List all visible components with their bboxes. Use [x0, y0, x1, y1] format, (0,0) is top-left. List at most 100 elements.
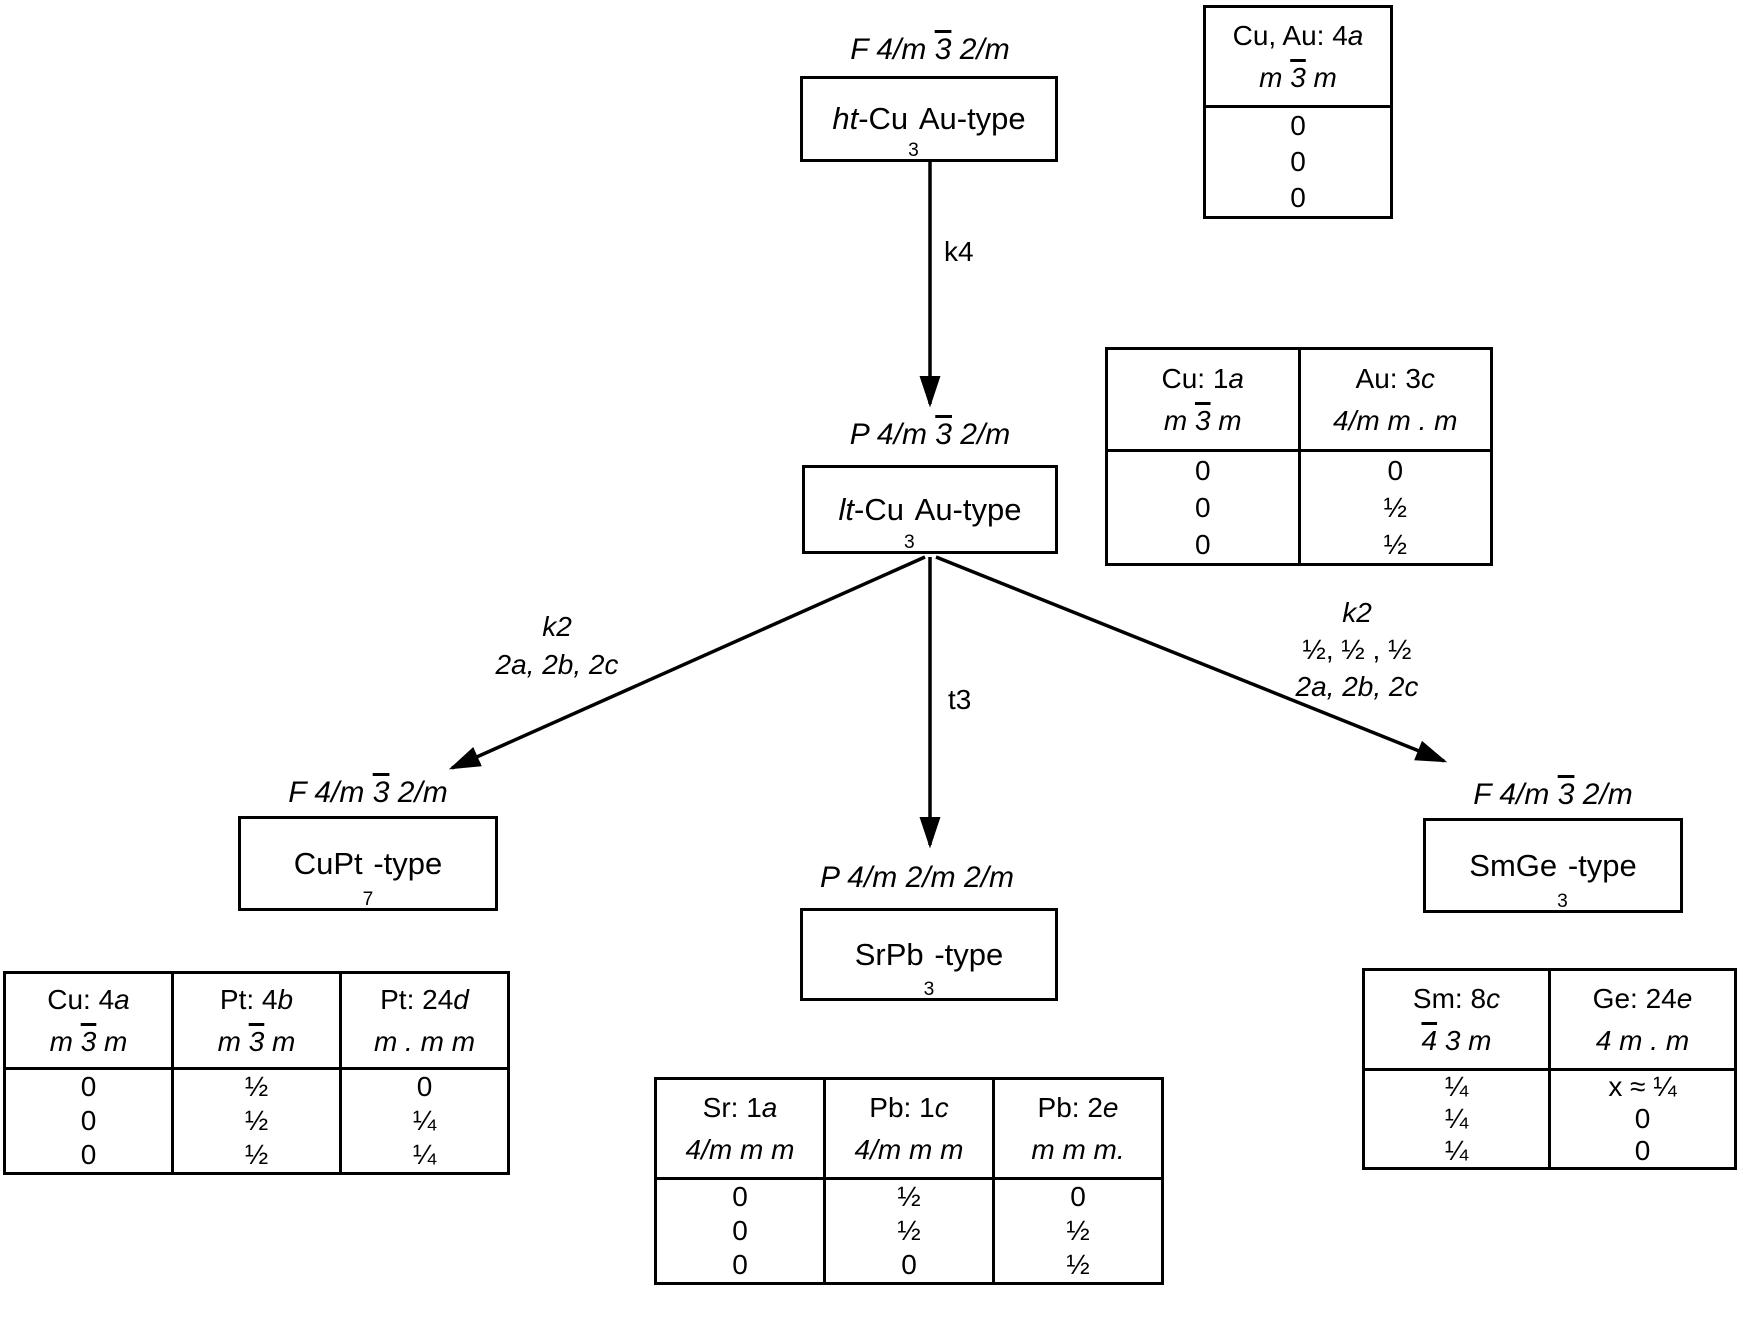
site-label: Ge: 24e — [1593, 978, 1693, 1020]
sym-text: m — [1259, 61, 1291, 93]
site-symmetry: 4/m m m — [855, 1129, 964, 1171]
sym-text: 4/m m . m — [1333, 404, 1458, 436]
coord-z-cell: ½ — [1383, 529, 1407, 560]
sym-text: m — [96, 1025, 128, 1057]
sym-text: m — [1210, 404, 1242, 436]
sg-overbar-digit: 3 — [935, 418, 952, 451]
coord-x-cell: 0 — [80, 1071, 97, 1102]
sym-text: m m m. — [1031, 1133, 1125, 1165]
sg-text: 2/m — [951, 33, 1010, 66]
coord-y-cell: ½ — [1066, 1215, 1090, 1246]
column-pt-24d: Pt: 24d m . m m 0 ¼ ¼ — [339, 974, 507, 1172]
formula-text: -type — [1567, 847, 1637, 883]
wyckoff-header: Pt: 24d m . m m — [342, 974, 507, 1070]
phase-prefix: ht — [832, 101, 859, 136]
column-sm-8c: Sm: 8c 4 3 m ¼ ¼ ¼ — [1365, 971, 1548, 1167]
formula-text: -type — [934, 936, 1004, 972]
site-label: Cu, Au: 4a — [1233, 15, 1364, 57]
site-symmetry: m 3 m — [1164, 400, 1242, 442]
wyckoff-header: Cu: 4a m 3 m — [6, 974, 171, 1070]
coord-y-cell: 0 — [1290, 146, 1306, 177]
sym-overbar-digit: 3 — [248, 1025, 265, 1057]
coord-x-cell: 0 — [1290, 110, 1306, 141]
site-symmetry: 4/m m . m — [1333, 400, 1457, 442]
wyckoff-header: Cu, Au: 4a m 3 m — [1206, 8, 1390, 108]
site-label: Cu: 4a — [47, 979, 130, 1021]
formula-text: -type — [373, 845, 443, 881]
edge-label-t3: t3 — [948, 684, 972, 715]
coord-x-cell: 0 — [1070, 1181, 1086, 1212]
edge-label-k2-right: k2 ½, ½ , ½ 2a, 2b, 2c — [1237, 594, 1477, 705]
spacegroup-label-ht-cu3au: F 4/m 3 2/m — [750, 33, 1110, 67]
column-pt-4b: Pt: 4b m 3 m ½ ½ ½ — [171, 974, 339, 1172]
site-label: Pt: 4b — [220, 979, 293, 1021]
coord-y-cell: 0 — [1194, 492, 1211, 523]
wyckoff-letter: c — [1486, 982, 1501, 1014]
wyckoff-letter: e — [1676, 982, 1693, 1014]
coord-x-cell: 0 — [1194, 455, 1211, 486]
site-text: Sr: 1 — [702, 1091, 762, 1123]
formula-text: SrPb — [854, 936, 924, 972]
wyckoff-letter: a — [114, 983, 130, 1015]
coord-x-cell: 0 — [732, 1181, 748, 1212]
site-symmetry: 4 3 m — [1421, 1020, 1491, 1062]
coord-y-cell: ½ — [244, 1105, 269, 1136]
site-symmetry: m 3 m — [50, 1021, 128, 1063]
site-text: Cu, Au: 4 — [1232, 19, 1348, 51]
edge-basis: 2a, 2b, 2c — [1295, 671, 1419, 702]
coord-x-cell: 0 — [416, 1071, 433, 1102]
column-ge-24e: Ge: 24e 4 m . m x ≈ ¼ 0 0 — [1548, 971, 1734, 1167]
wyckoff-letter: c — [1420, 362, 1435, 394]
edge-index: k2 — [542, 611, 572, 642]
arrow-k2-right — [935, 555, 1448, 763]
sym-text: m . m m — [373, 1025, 476, 1057]
spacegroup-label-srpb3: P 4/m 2/m 2/m — [727, 861, 1107, 895]
column-cu-4a: Cu: 4a m 3 m 0 0 0 — [6, 974, 171, 1172]
sg-overbar-digit: 3 — [934, 33, 952, 66]
site-label: Pb: 1c — [869, 1087, 948, 1129]
coord-x-cell: ½ — [897, 1181, 921, 1212]
coord-z-cell: 0 — [732, 1249, 748, 1280]
coord-z-cell: 0 — [80, 1139, 97, 1170]
spacegroup-label-cupt7: F 4/m 3 2/m — [188, 776, 548, 810]
wyckoff-letter: c — [934, 1091, 949, 1123]
wyckoff-letter: d — [453, 983, 469, 1015]
sym-text: m — [1305, 61, 1337, 93]
formula-text: CuPt — [293, 845, 363, 881]
coord-z-cell: ¼ — [1444, 1135, 1469, 1166]
site-symmetry: m 3 m — [218, 1021, 296, 1063]
site-symmetry: m . m m — [374, 1021, 475, 1063]
formula-text: Au-type — [918, 101, 1026, 136]
coord-z-cell: 0 — [1194, 529, 1211, 560]
edge-index: k2 — [1342, 597, 1372, 628]
coord-z-cell: ¼ — [412, 1139, 437, 1170]
wyckoff-header: Sm: 8c 4 3 m — [1365, 971, 1548, 1071]
wyckoff-letter: b — [277, 983, 294, 1015]
coord-x-cell: x ≈ ¼ — [1608, 1071, 1677, 1102]
column-pb-2e: Pb: 2e m m m. 0 ½ ½ — [992, 1080, 1161, 1282]
sym-text: m — [1163, 404, 1195, 436]
edge-origin-shift: ½, ½ , ½ — [1302, 634, 1412, 665]
wyckoff-header: Pt: 4b m 3 m — [174, 974, 339, 1070]
sg-text: F 4/m — [850, 33, 935, 66]
coord-z-cell: ½ — [1066, 1249, 1090, 1280]
sg-text: P 4/m 2/m 2/m — [820, 861, 1014, 894]
coord-y-cell: ¼ — [412, 1105, 437, 1136]
wyckoff-table-cupt7: Cu: 4a m 3 m 0 0 0 Pt: 4b m 3 m ½ ½ ½ Pt… — [3, 971, 510, 1175]
site-text: Cu: 4 — [47, 983, 115, 1015]
sg-text: 2/m — [389, 776, 448, 809]
sg-text: P 4/m — [849, 418, 936, 451]
coord-y-cell: ¼ — [1444, 1103, 1469, 1134]
coord-z-cell: 0 — [901, 1249, 917, 1280]
sg-text: F 4/m — [1473, 778, 1558, 811]
sg-overbar-digit: 3 — [372, 776, 390, 809]
sym-text: m — [49, 1025, 81, 1057]
edge-basis: 2a, 2b, 2c — [495, 649, 619, 680]
sym-text: m — [217, 1025, 249, 1057]
